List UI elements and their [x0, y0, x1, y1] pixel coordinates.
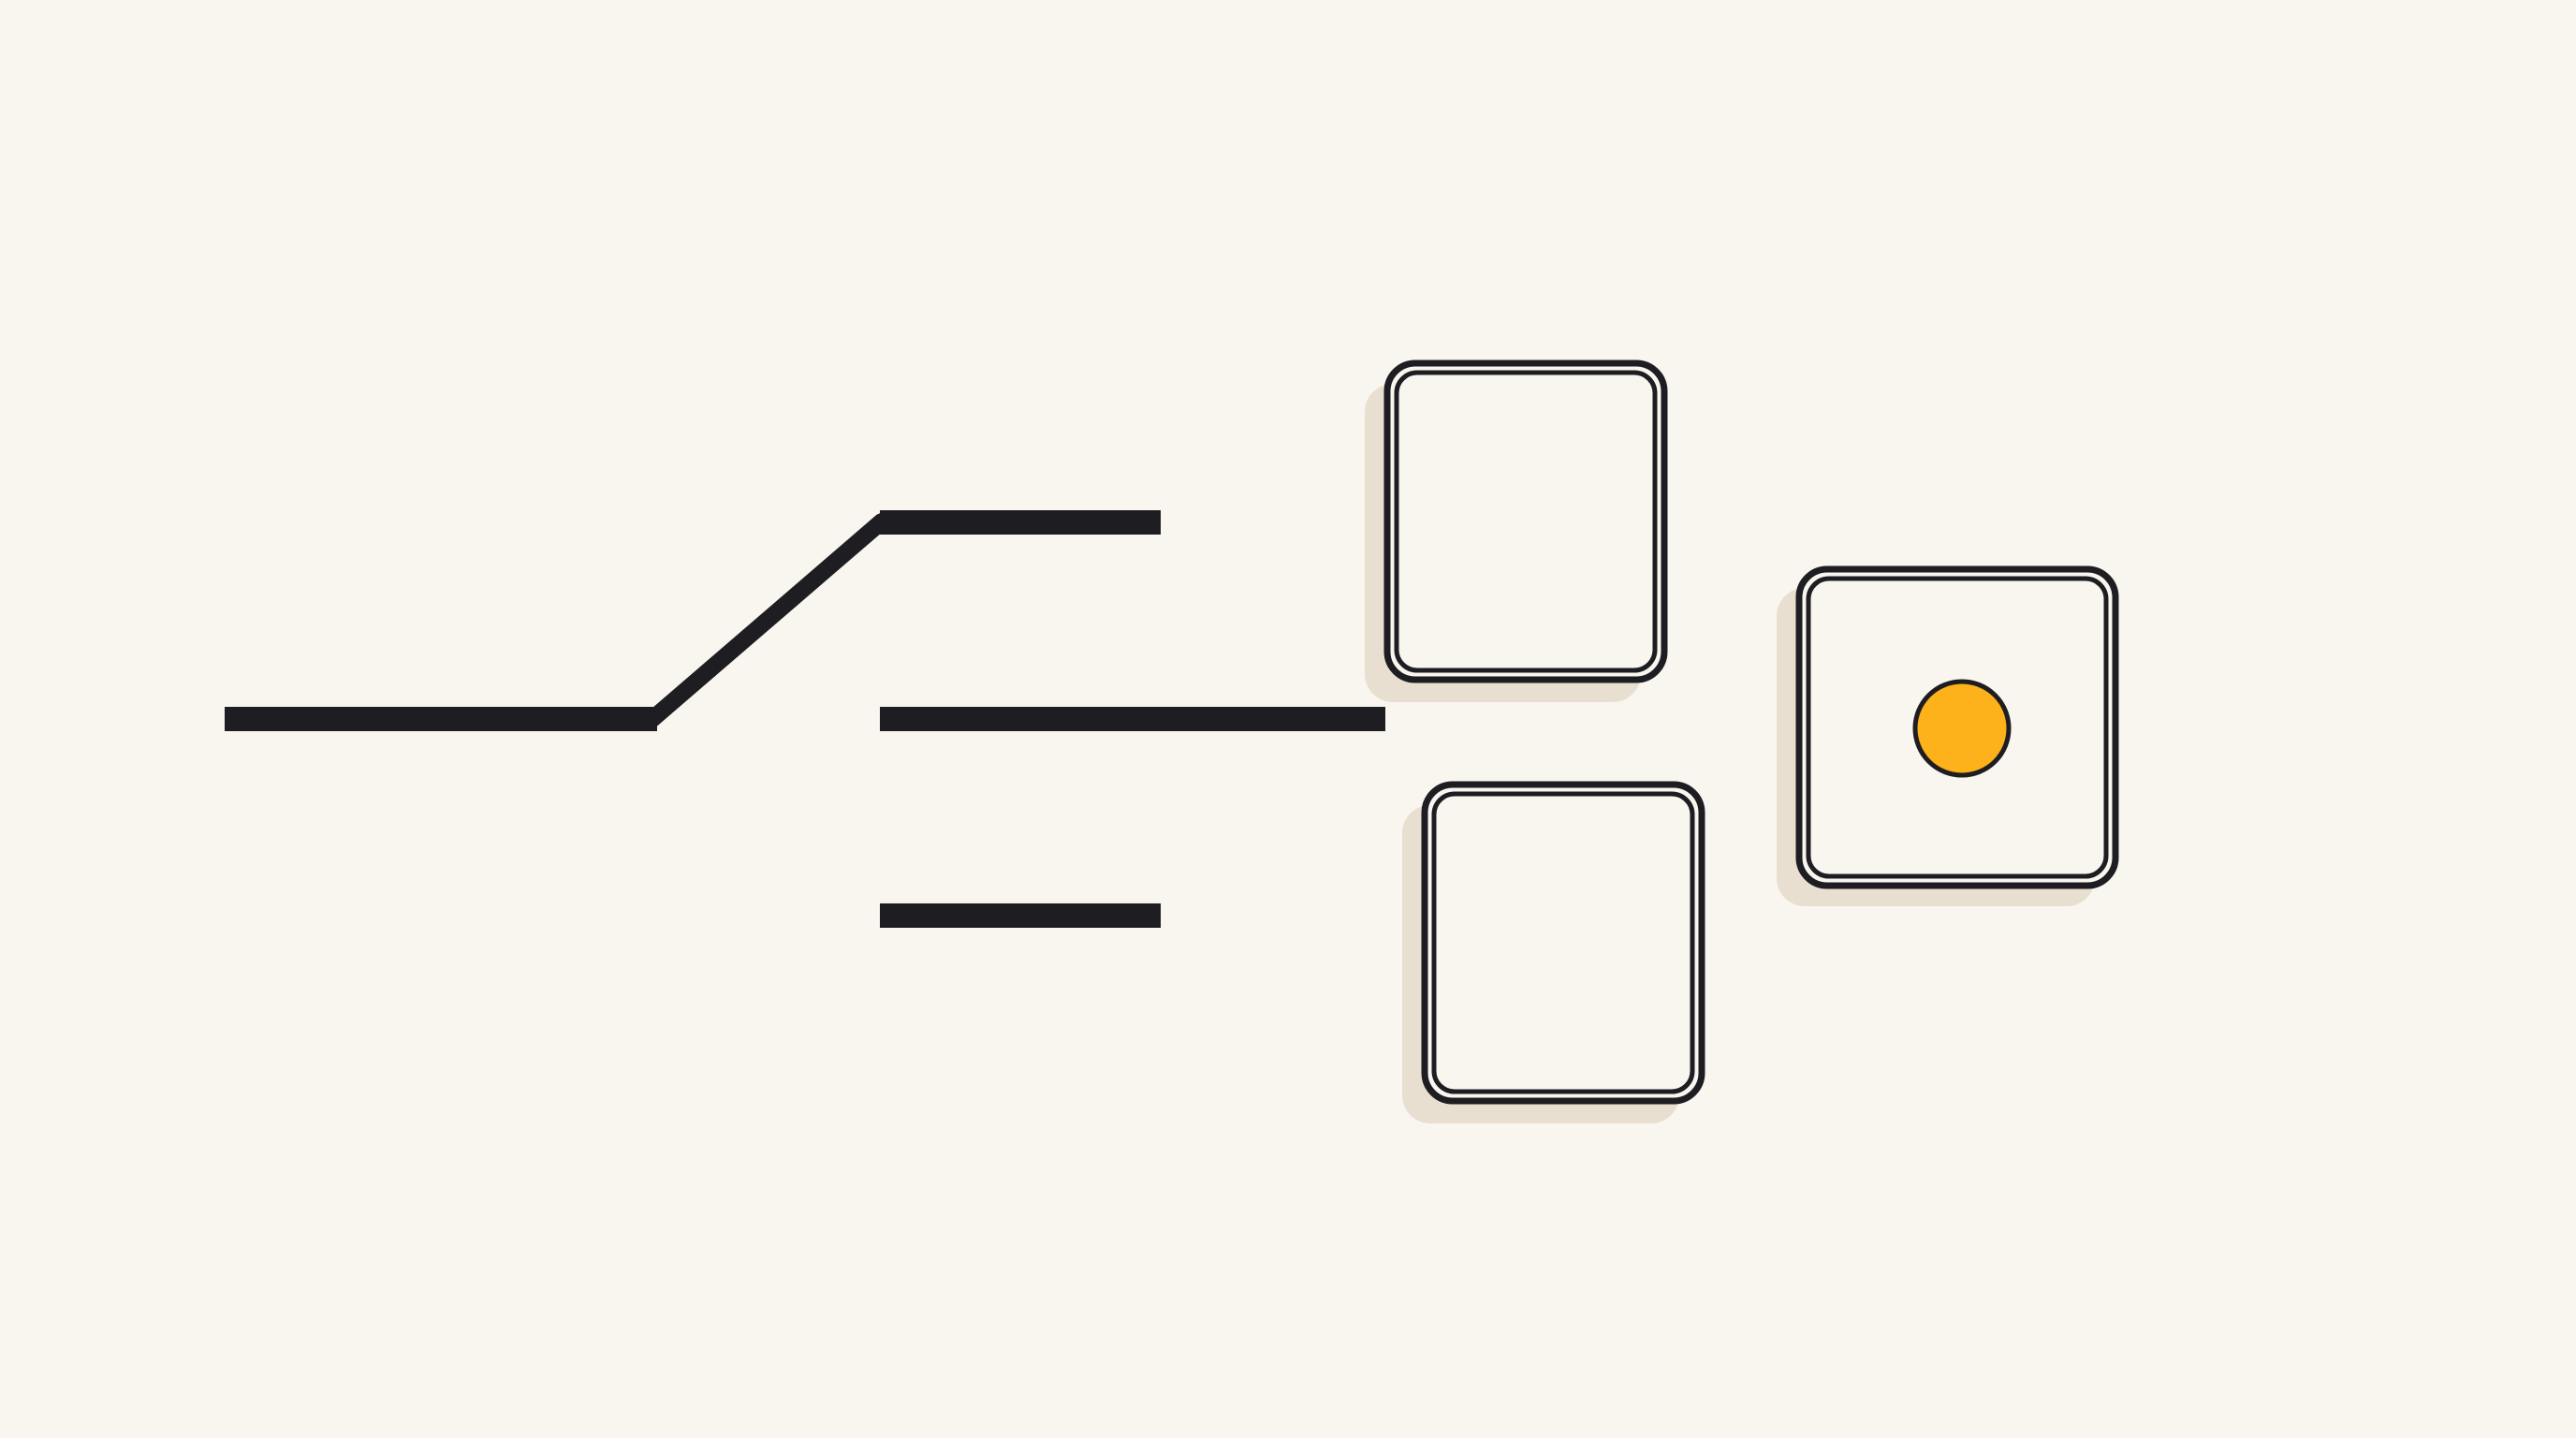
active-indicator-dot	[1912, 679, 2012, 778]
switch-lever	[644, 513, 890, 727]
box-inner	[1431, 791, 1695, 1094]
box-inner	[1806, 576, 2109, 879]
output-box-top	[1365, 360, 1668, 702]
output-box-bottom	[1402, 781, 1705, 1123]
box-outer	[1383, 360, 1668, 683]
box-outer	[1421, 781, 1705, 1105]
output-box-right	[1777, 565, 2119, 906]
branch-middle-line	[880, 707, 1385, 731]
branch-bottom-line	[880, 903, 1161, 928]
box-inner	[1394, 370, 1658, 673]
input-line	[225, 707, 657, 731]
branch-top-line	[880, 510, 1161, 535]
